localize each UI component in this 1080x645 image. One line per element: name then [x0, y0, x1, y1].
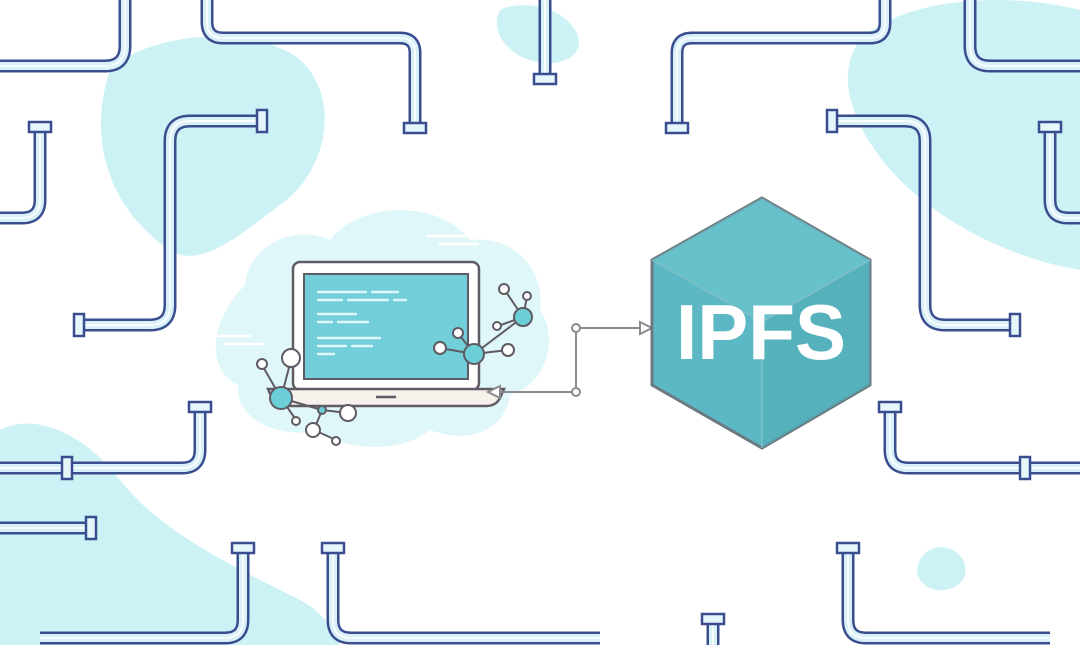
pipe-left-middle-shine [0, 408, 201, 469]
pipe-caps [27, 72, 1063, 626]
pipe-cap [1018, 455, 1032, 481]
pipe-cap [664, 121, 690, 135]
laptop-cluster [215, 210, 549, 447]
arrow-icon [485, 384, 501, 400]
pipe-left-s-shine [80, 120, 262, 326]
network-node-icon [433, 283, 533, 365]
blob-bottom-left [0, 423, 340, 645]
pipe-bottom-left-shine [40, 548, 244, 639]
pipe-left-upper-outline [0, 128, 47, 225]
pipe-cap [1037, 120, 1063, 134]
pipe-left-upper-shine [0, 128, 41, 219]
pipe-cap [60, 455, 74, 481]
pipe-cap [27, 120, 53, 134]
blob-top-left [100, 36, 325, 256]
pipe-top-left-fill [0, 0, 129, 70]
pipe-bottom-right-shine [847, 548, 1050, 639]
pipe-right-s-shine [833, 120, 1015, 326]
pipe-cap [187, 400, 213, 414]
pipe-right-upper-shine [1049, 128, 1080, 219]
pipe-bottom-center-outline [326, 548, 600, 645]
pipe-cap [255, 108, 269, 134]
pipe-cap [72, 312, 86, 338]
pipe-top-left-shine [0, 0, 126, 67]
ipfs-cube-icon: IPFS [650, 196, 872, 450]
pipe-cap [230, 541, 256, 555]
pipe-right-middle-fill [886, 408, 1080, 472]
blob-top-center [496, 5, 579, 64]
pipe-cap [532, 72, 558, 86]
pipe-top-middle-left-shine [206, 0, 416, 128]
logo-text: IPFS [676, 288, 846, 376]
pipe-top-middle-right-shine [676, 0, 886, 128]
pipe-cap [320, 541, 346, 555]
pipe-right-middle-outline [883, 408, 1080, 475]
pipe-top-left-outline [0, 0, 132, 73]
pipe-top-right-shine [969, 0, 1080, 67]
pipe-bottom-center-fill [329, 548, 600, 642]
pipe-cap [84, 515, 98, 541]
pipe-cap [825, 108, 839, 134]
blob-small-right [917, 547, 966, 591]
pipe-cap [877, 400, 903, 414]
pipe-right-middle-shine [889, 408, 1080, 469]
pipe-cap [835, 541, 861, 555]
connector [485, 320, 655, 400]
pipe-cap [402, 121, 428, 135]
arrow-icon [639, 320, 655, 336]
pipe-cap [1008, 312, 1022, 338]
pipe-bottom-center-shine [332, 548, 600, 639]
pipe-cap [700, 612, 726, 626]
laptop-icon [266, 260, 506, 408]
network-node-icon [256, 348, 357, 446]
